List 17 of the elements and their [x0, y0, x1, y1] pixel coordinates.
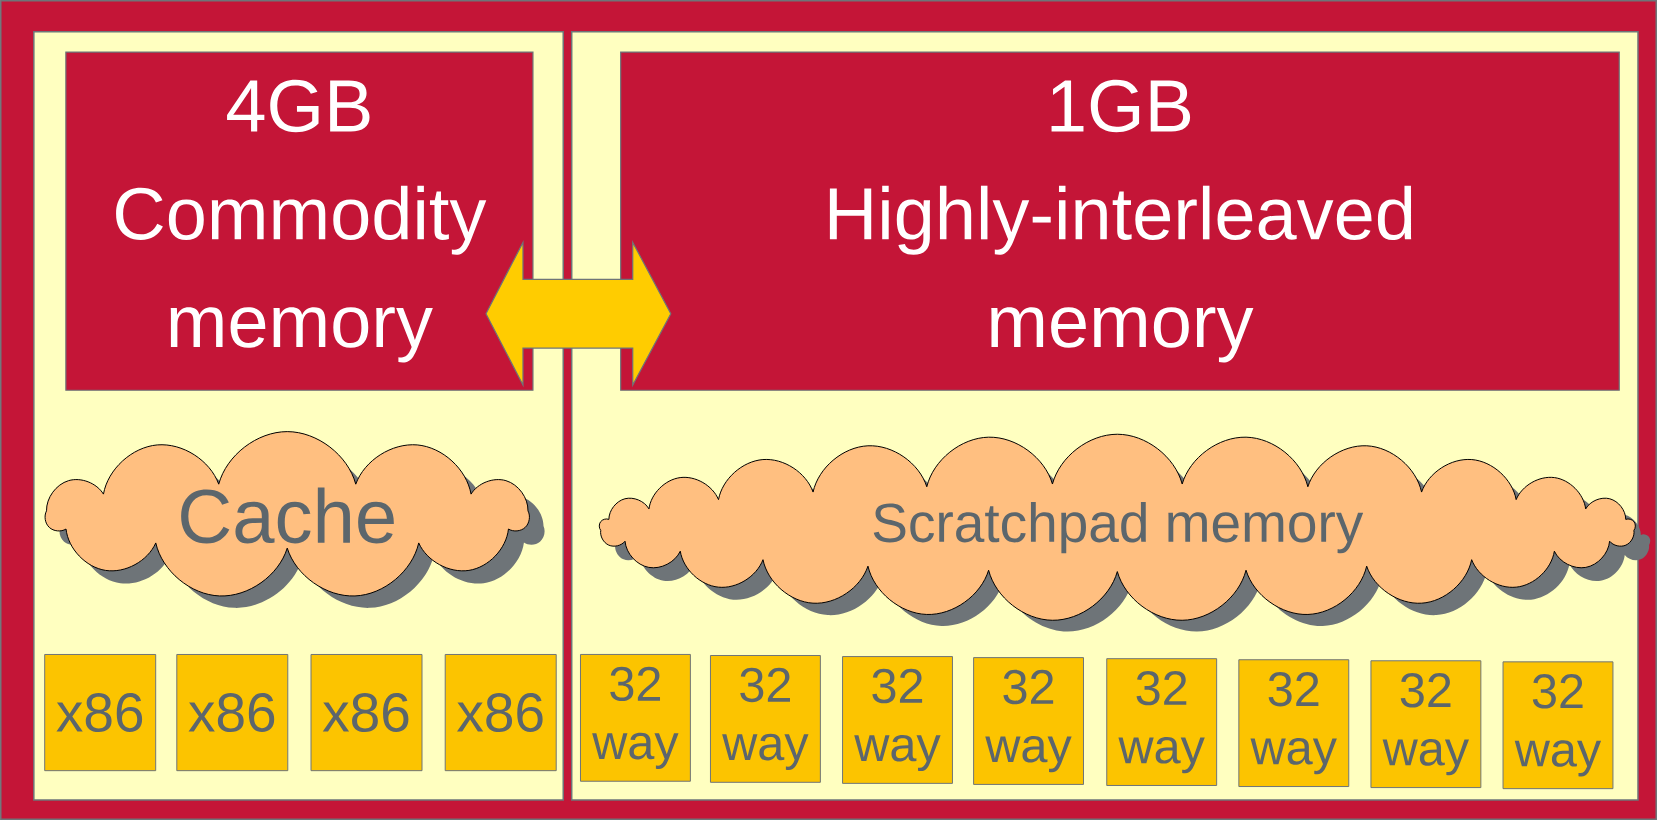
- memory-box: 4GB Commodity memory: [65, 51, 534, 391]
- processor-box: 32 way: [842, 656, 953, 784]
- processor-box: 32 way: [1370, 660, 1482, 789]
- cache-cloud: Cache: [44, 431, 545, 608]
- processor-box: 32 way: [1502, 661, 1614, 790]
- processor-box: 32 way: [580, 653, 691, 782]
- double-arrow: [485, 239, 672, 388]
- processor-box: x86: [176, 653, 289, 772]
- processor-box: x86: [310, 653, 423, 772]
- processor-box: 32 way: [1106, 658, 1218, 786]
- processor-box: 32 way: [709, 655, 821, 783]
- processor-box: x86: [44, 653, 157, 772]
- memory-box: 1GB Highly-interleaved memory: [620, 51, 1620, 391]
- processor-box: 32 way: [1238, 659, 1350, 787]
- processor-box: 32 way: [973, 657, 1084, 785]
- processor-box: x86: [444, 653, 557, 772]
- scratchpad-cloud: Scratchpad memory: [598, 433, 1651, 632]
